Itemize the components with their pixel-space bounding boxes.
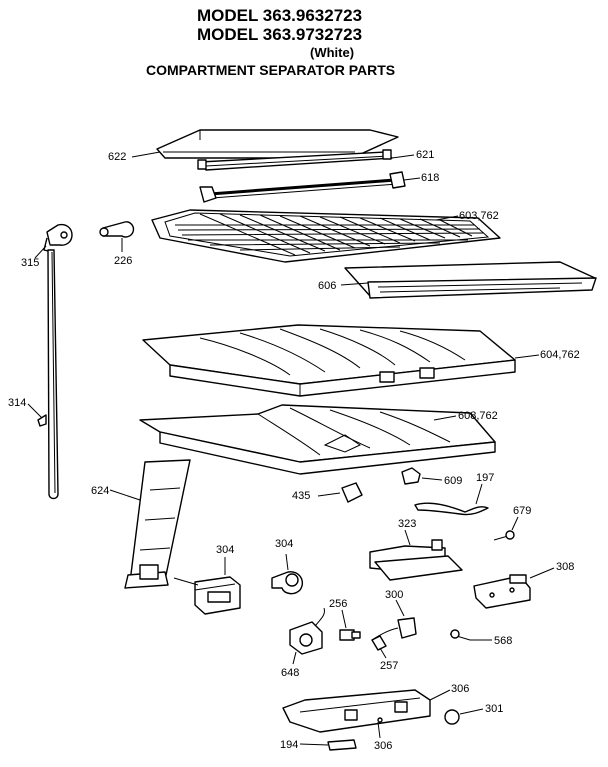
label-306a: 306: [451, 683, 469, 695]
label-624: 624: [91, 485, 109, 497]
label-257: 257: [380, 660, 398, 672]
label-608: 608,762: [458, 410, 498, 422]
part-vertical-rod: [47, 249, 59, 500]
part-257-terminal: [371, 635, 387, 659]
label-314: 314: [8, 397, 26, 409]
part-323-bracket: [369, 529, 463, 581]
part-194-clip: [299, 739, 357, 751]
part-315-bracket: [34, 223, 73, 259]
label-197: 197: [476, 472, 494, 484]
part-568-screw: [449, 629, 492, 641]
part-435-switch: [317, 482, 363, 503]
part-621-rail: [197, 149, 415, 171]
label-226: 226: [114, 255, 132, 267]
label-304b: 304: [275, 538, 293, 550]
model-title-2: MODEL 363.9732723: [197, 25, 363, 44]
model-title-1: MODEL 363.9632723: [197, 6, 363, 25]
label-301: 301: [485, 703, 503, 715]
label-308: 308: [556, 561, 574, 573]
part-608-cover: [139, 404, 496, 475]
part-604-separator: [142, 324, 540, 397]
label-618: 618: [421, 172, 439, 184]
part-226-button: [99, 221, 135, 252]
part-622-cover: [131, 129, 399, 159]
label-435: 435: [292, 490, 310, 502]
part-197-heater: [414, 483, 489, 516]
label-621: 621: [416, 149, 434, 161]
label-194: 194: [280, 739, 298, 751]
section-title: COMPARTMENT SEPARATOR PARTS: [146, 62, 396, 78]
label-323: 323: [398, 518, 416, 530]
part-306-housing: [282, 689, 451, 739]
part-301-knob: [444, 708, 484, 725]
part-606-tray: [340, 261, 597, 299]
part-609-clip: [401, 467, 443, 485]
label-304a: 304: [216, 544, 234, 556]
model-variant: (White): [310, 45, 355, 60]
label-256: 256: [329, 598, 347, 610]
part-256-connector: [339, 609, 361, 641]
part-304-housing: [173, 557, 241, 615]
label-306b: 306: [374, 740, 392, 752]
label-606: 606: [318, 280, 336, 292]
part-618-rod: [199, 171, 421, 203]
label-315: 315: [21, 257, 39, 269]
label-609: 609: [444, 475, 462, 487]
label-603: 603,762: [459, 210, 499, 222]
part-300-thermostat: [371, 599, 417, 641]
part-308-bracket: [473, 567, 555, 609]
part-314-clip: [27, 403, 47, 427]
label-300: 300: [385, 589, 403, 601]
label-604: 604,762: [540, 349, 580, 361]
part-679-screw: [493, 516, 519, 541]
part-624-duct: [109, 459, 191, 589]
label-568: 568: [494, 635, 512, 647]
part-603-glass-shelf: [151, 209, 501, 263]
label-679: 679: [513, 505, 531, 517]
label-622: 622: [108, 151, 126, 163]
part-648-motor: [289, 607, 325, 665]
label-648: 648: [281, 667, 299, 679]
part-304-knob: [271, 553, 304, 595]
